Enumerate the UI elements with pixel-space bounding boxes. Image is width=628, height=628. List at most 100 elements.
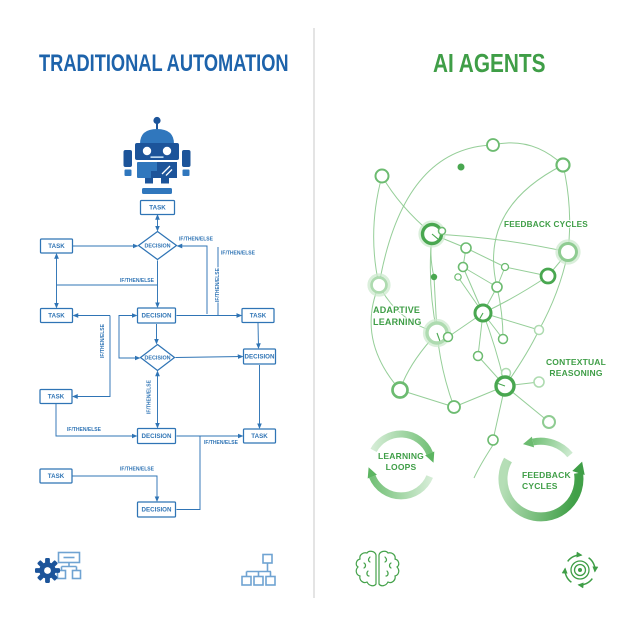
robot-icon <box>123 116 191 194</box>
network-label: REASONING <box>549 368 602 378</box>
ai-agents-network: FEEDBACK CYCLESADAPTIVELEARNINGCONTEXTUA… <box>355 138 607 589</box>
flowchart-node-label: DECISION <box>144 244 170 250</box>
flowchart-connector <box>72 315 111 399</box>
network-label: FEEDBACK CYCLES <box>504 220 588 229</box>
flowchart-connector <box>176 243 208 314</box>
flowchart-node-label: DECISION <box>142 433 172 440</box>
flowchart-node-label: TASK <box>48 243 65 250</box>
network-edge <box>473 444 494 479</box>
left-panel-title: TRADITIONAL AUTOMATION <box>39 50 289 77</box>
network-label: CYCLES <box>522 481 558 491</box>
flowchart-node-decision: DECISION <box>139 343 176 372</box>
network-node <box>486 138 500 152</box>
flowchart-edge-label: IF/THEN/ELSE <box>147 379 153 414</box>
network-node <box>430 273 438 281</box>
network-edge <box>496 286 504 340</box>
network-node <box>542 415 556 429</box>
network-edge <box>462 266 498 288</box>
flowchart-edge-label: IF/THEN/ELSE <box>120 278 155 284</box>
network-node <box>374 168 390 184</box>
network-edge <box>492 142 564 166</box>
network-node <box>367 273 391 297</box>
flowchart-node-label: TASK <box>250 313 267 320</box>
flowchart-node-task: TASK <box>241 307 275 324</box>
gear-icon <box>35 558 60 583</box>
flowchart-node-task: TASK <box>39 468 73 484</box>
flowchart-node-label: TASK <box>48 394 65 401</box>
network-node <box>487 434 499 446</box>
network-node <box>460 242 472 254</box>
network-node <box>494 375 516 397</box>
flowchart-connector <box>118 313 141 361</box>
flowchart-edge-label: IF/THEN/ELSE <box>204 440 239 446</box>
network-node <box>555 239 581 265</box>
network-labels: FEEDBACK CYCLESADAPTIVELEARNINGCONTEXTUA… <box>372 219 607 379</box>
panel-divider <box>313 28 315 598</box>
adaptive-orbit-icon <box>561 551 599 589</box>
learning-loops-arrows <box>367 430 435 500</box>
flowchart-node-label: DECISION <box>142 507 172 514</box>
flowchart-edge-label: IF/THEN/ELSE <box>179 237 214 243</box>
network-edge <box>493 164 564 288</box>
network-node <box>533 376 545 388</box>
network-label: CONTEXTUAL <box>546 357 606 367</box>
flowchart-connector <box>217 247 242 318</box>
flowchart-node-label: TASK <box>149 205 166 212</box>
flowchart-node-label: TASK <box>48 473 65 480</box>
network-node <box>437 226 447 236</box>
flowchart-node-task: TASK <box>39 307 74 324</box>
network-node <box>500 262 510 272</box>
flowchart-node-label: DECISION <box>142 313 172 320</box>
flowchart-edge-label: IF/THEN/ELSE <box>67 427 102 433</box>
network-edge <box>431 233 569 253</box>
flowchart-edge-label: IF/THEN/ELSE <box>100 323 106 358</box>
flowchart-node-label: TASK <box>251 433 268 440</box>
flowchart-node-label: DECISION <box>245 354 275 361</box>
flowchart-connector <box>176 436 201 510</box>
network-node <box>472 350 484 362</box>
network-edge <box>562 164 571 253</box>
right-panel-title: AI AGENTS <box>433 48 546 78</box>
flowchart-edges <box>54 214 262 510</box>
network-label: LEARNING <box>378 451 424 461</box>
flowchart-connector <box>175 354 244 359</box>
flowchart-node-label: DECISION <box>144 356 170 362</box>
flowchart-node-task: TASK <box>39 238 74 254</box>
flowchart-connector <box>55 404 138 439</box>
network-node <box>497 333 509 345</box>
flowchart-edge-label: IF/THEN/ELSE <box>215 267 221 302</box>
flowchart-node-decision: DECISION <box>136 501 177 518</box>
network-label: LEARNING <box>373 317 422 327</box>
network-node <box>533 324 545 336</box>
brain-icon <box>355 550 400 587</box>
network-node <box>473 303 493 323</box>
flowchart-edge-label: IF/THEN/ELSE <box>221 251 256 257</box>
flowchart-connector <box>72 475 160 502</box>
network-label: LOOPS <box>386 462 417 472</box>
network-label: FEEDBACK <box>522 470 571 480</box>
network-node <box>457 163 465 171</box>
network-node <box>391 381 409 399</box>
flowchart-node-label: TASK <box>48 313 65 320</box>
feedback-cycles-arrows <box>498 436 585 522</box>
hierarchy-icon <box>241 553 276 586</box>
network-edge <box>378 144 494 286</box>
flowchart-node-task: TASK <box>139 199 176 216</box>
network-node <box>442 331 454 343</box>
flowchart-edge-labels: IF/THEN/ELSE IF/THEN/ELSE IF/THEN/ELSE IF/T… <box>66 236 256 474</box>
flowchart-connector <box>256 322 261 349</box>
network-node <box>491 281 503 293</box>
network-node <box>555 157 571 173</box>
flowchart-edge-label: IF/THEN/ELSE <box>120 467 155 473</box>
flowchart-node-decision: DECISION <box>242 348 277 365</box>
flowchart-node-task: TASK <box>39 388 73 405</box>
flowchart-node-decision: DECISION <box>137 230 178 261</box>
flowchart-nodes: TASK DECISION TASK TASK DECISION TASK DECISION… <box>39 199 277 518</box>
network-node <box>447 400 461 414</box>
network-node <box>539 267 557 285</box>
traditional-automation-flowchart: TASK DECISION TASK TASK DECISION TASK DECISION… <box>35 116 277 586</box>
network-node <box>457 261 469 273</box>
flowchart-node-task: TASK <box>242 428 277 444</box>
